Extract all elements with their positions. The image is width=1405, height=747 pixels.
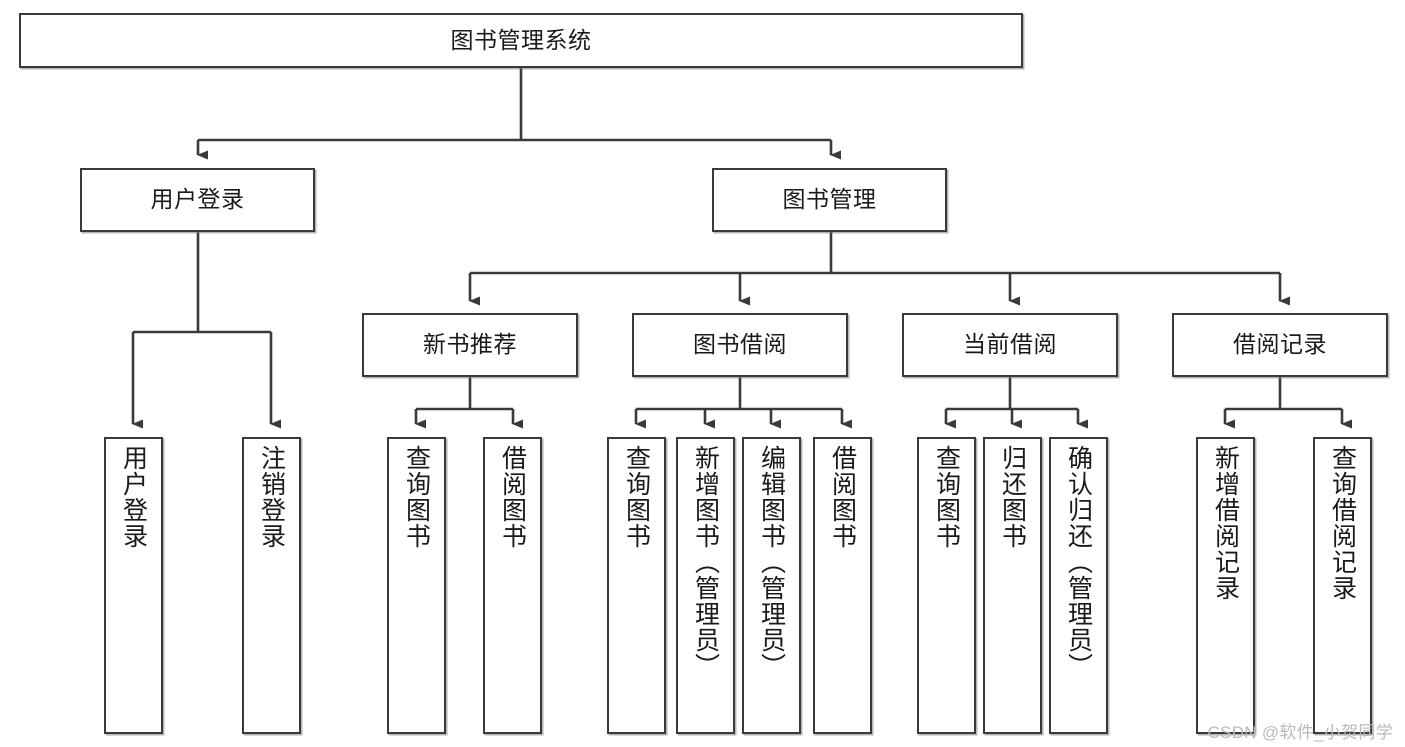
leaf-new-book-query[interactable]: 查询图书: [387, 437, 446, 734]
node-label: 新增图书（管理员）: [691, 445, 720, 679]
leaf-book-borrow-edit[interactable]: 编辑图书（管理员）: [742, 437, 801, 734]
leaf-book-borrow-borrow[interactable]: 借阅图书: [813, 437, 872, 734]
leaf-borrow-record-add[interactable]: 新增借阅记录: [1196, 437, 1255, 734]
node-label: 图书管理: [782, 186, 877, 213]
node-label: 图书借阅: [693, 331, 787, 358]
node-current-borrow[interactable]: 当前借阅: [902, 313, 1118, 377]
node-label: 当前借阅: [963, 331, 1057, 358]
leaf-new-book-borrow[interactable]: 借阅图书: [483, 437, 542, 734]
node-new-book-recommend[interactable]: 新书推荐: [362, 313, 578, 377]
node-book-manage[interactable]: 图书管理: [712, 168, 947, 232]
node-label: 新增借阅记录: [1211, 445, 1240, 601]
node-label: 借阅记录: [1233, 331, 1327, 358]
node-label: 查询借阅记录: [1328, 445, 1357, 601]
leaf-current-borrow-query[interactable]: 查询图书: [917, 437, 976, 734]
node-book-borrow[interactable]: 图书借阅: [632, 313, 848, 377]
node-label: 归还图书: [998, 445, 1027, 549]
node-label: 用户登录: [119, 445, 148, 549]
leaf-user-login-logout[interactable]: 注销登录: [242, 437, 301, 734]
node-label: 借阅图书: [828, 445, 857, 549]
leaf-current-borrow-return[interactable]: 归还图书: [983, 437, 1042, 734]
node-label: 查询图书: [622, 445, 651, 549]
node-label: 注销登录: [257, 445, 286, 549]
node-label: 查询图书: [402, 445, 431, 549]
node-label: 查询图书: [932, 445, 961, 549]
node-label: 编辑图书（管理员）: [757, 445, 786, 679]
node-label: 确认归还（管理员）: [1064, 445, 1093, 679]
leaf-book-borrow-add[interactable]: 新增图书（管理员）: [676, 437, 735, 734]
leaf-book-borrow-query[interactable]: 查询图书: [607, 437, 666, 734]
node-label: 新书推荐: [423, 331, 517, 358]
node-label: 用户登录: [150, 186, 245, 213]
node-root-system[interactable]: 图书管理系统: [19, 13, 1023, 68]
watermark: CSDN @软件_小贺同学: [1207, 723, 1393, 742]
node-user-login[interactable]: 用户登录: [80, 168, 315, 232]
node-borrow-record[interactable]: 借阅记录: [1172, 313, 1388, 377]
leaf-borrow-record-query[interactable]: 查询借阅记录: [1313, 437, 1372, 734]
leaf-current-borrow-confirm-return[interactable]: 确认归还（管理员）: [1049, 437, 1108, 734]
node-label: 借阅图书: [498, 445, 527, 549]
node-label: 图书管理系统: [450, 26, 592, 53]
leaf-user-login-login[interactable]: 用户登录: [104, 437, 163, 734]
